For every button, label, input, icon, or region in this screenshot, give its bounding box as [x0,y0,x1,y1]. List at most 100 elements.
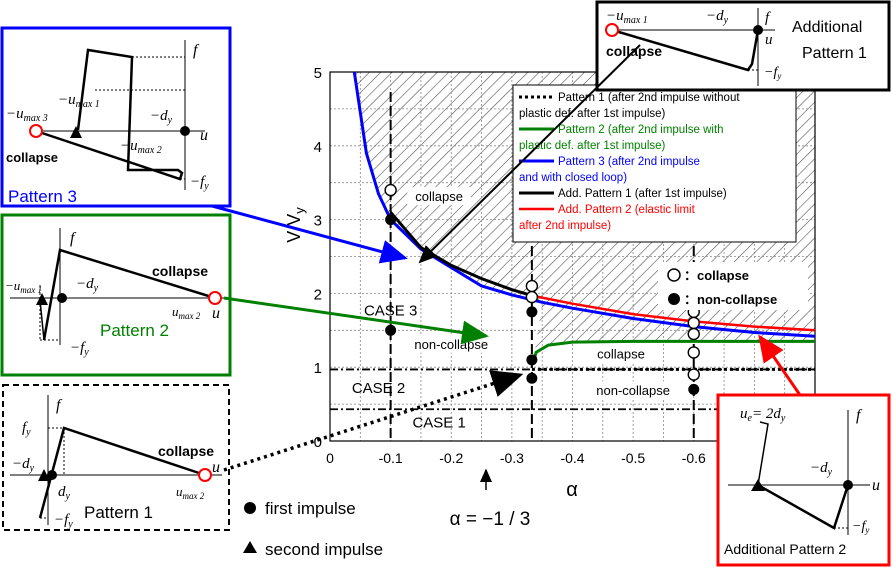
arrow-additional-pattern-1 [418,44,641,264]
panel-pattern-2: f u collapse −umax 1 −dy umax 2 −fy Patt… [0,213,232,377]
panel-additional-pattern-2: ue= 2dy f u −dy −fy Additional Pattern 2 [716,393,891,567]
first-impulse-dot-icon [57,293,67,303]
x-tick-labels: 0-0.1-0.2-0.3-0.4-0.5-0.6-0.7-0 [326,450,821,466]
second-impulse-triangle-icon [751,479,765,491]
svg-text:f: f [856,407,863,424]
first-impulse-dot-icon [244,502,256,514]
svg-text:−fy: −fy [54,512,73,530]
y-tick-label: 4 [314,139,322,156]
svg-text:dy: dy [58,484,71,502]
legend-entry: Pattern 3 (after 2nd impulse [558,156,700,168]
collapse-circle-icon [605,23,619,37]
series-line-4 [389,211,533,298]
noncollapse-point [526,372,538,384]
first-impulse-dot-icon [47,470,57,480]
svg-text:−dy: −dy [706,8,729,26]
svg-text:−dy: −dy [810,460,833,478]
y-axis-label: V/Vy [284,207,307,243]
collapse-point [687,368,700,381]
collapse-marker-label: ：collapse [684,268,749,283]
panel-title: Pattern 1 [84,503,153,522]
x-tick-label: -0.4 [560,450,584,466]
y-tick-label: 5 [314,65,322,82]
svg-text:collapse: collapse [158,443,214,459]
alpha-label: α = −1 / 3 [450,509,531,530]
panel-title-line-2: Pattern 1 [802,45,867,62]
svg-text:u: u [872,477,880,494]
region-label: non-collapse [414,337,488,352]
svg-text:fy: fy [22,420,31,438]
series-group [352,71,816,371]
noncollapse-point [385,214,397,226]
svg-text:−fy: −fy [70,340,89,358]
svg-text:−fy: −fy [764,65,781,81]
first-impulse-dot-icon [843,480,853,490]
svg-text:umax 2: umax 2 [172,304,201,321]
collapse-point [525,290,539,304]
collapse-point [384,183,397,197]
noncollapse-point [385,324,397,336]
arrow-pattern-3 [211,204,408,264]
svg-text:−dy: −dy [12,456,35,474]
second-impulse-triangle-icon [243,541,257,553]
svg-text:u: u [200,127,208,144]
collapse-circle-icon [198,468,212,482]
arrow-additional-pattern-2 [758,334,802,396]
marker-legend: ：collapse ：non-collapse [658,262,808,310]
panel-pattern-3: f u collapse −umax 1 −umax 3 −umax 2 −dy… [0,26,232,208]
panel-title: Pattern 2 [100,321,169,340]
x-tick-label: -0.3 [500,450,524,466]
collapse-point [525,279,539,293]
y-tick-label: 0 [314,434,322,451]
panel-title: Pattern 3 [8,187,77,206]
legend-entry: Add. Pattern 1 (after 1st impulse) [558,188,727,200]
svg-text:−umax 1: −umax 1 [606,8,648,26]
svg-text:collapse: collapse [6,150,58,165]
noncollapse-point [526,354,538,366]
panel-additional-pattern-1: −umax 1 −dy f u collapse −fy Additional … [595,0,891,92]
svg-text:f: f [765,10,771,26]
region-label: collapse [415,189,463,204]
legend-entry: plastic def. after 1st impulse) [519,140,666,152]
svg-text:second impulse: second impulse [265,540,383,559]
collapse-circle-icon [208,291,222,305]
legend-entry: Add. Pattern 2 (elastic limit [558,204,696,216]
first-impulse-dot-icon [753,25,763,35]
svg-text:−umax 1: −umax 1 [58,92,100,110]
noncollapse-marker [668,293,680,305]
region-label-bg [586,381,680,400]
second-impulse-triangle-icon [36,293,48,305]
legend-entry: plastic def. after 1st impulse) [519,108,666,120]
y-tick-label: 3 [314,213,322,230]
noncollapse-point [526,306,538,318]
points-group [384,183,700,395]
panel-pattern-1: f u collapse fy −dy dy umax 2 −fy Patter… [2,384,230,531]
x-axis-label: α [566,479,578,501]
arrow-pattern-1 [223,370,524,472]
collapse-point [687,346,700,359]
x-tick-label: -0.1 [379,450,403,466]
svg-text:−fy: −fy [852,519,869,535]
noncollapse-point [688,383,700,395]
impulse-legend: first impulse second impulse [243,499,383,559]
legend-entry: after 2nd impulse) [519,220,611,232]
svg-text:first impulse: first impulse [265,499,356,518]
collapse-marker [667,268,681,282]
series-line-2 [531,339,815,364]
svg-text:f: f [70,230,77,247]
svg-text:ue= 2dy: ue= 2dy [740,406,786,424]
y-tick-label: 2 [314,286,322,303]
noncollapse-marker-label: ：non-collapse [684,292,777,307]
x-tick-label: -0.5 [621,450,645,466]
arrow-pattern-2 [223,296,489,345]
collapse-hatch-lower [533,302,815,364]
panel-title: Additional Pattern 2 [724,541,846,557]
svg-text:collapse: collapse [152,263,208,279]
svg-text:f: f [193,42,200,59]
x-tick-label: 0 [326,450,334,466]
svg-text:−dy: −dy [76,276,99,294]
collapse-point [687,316,700,330]
panel-title-line-1: Additional [792,19,862,36]
